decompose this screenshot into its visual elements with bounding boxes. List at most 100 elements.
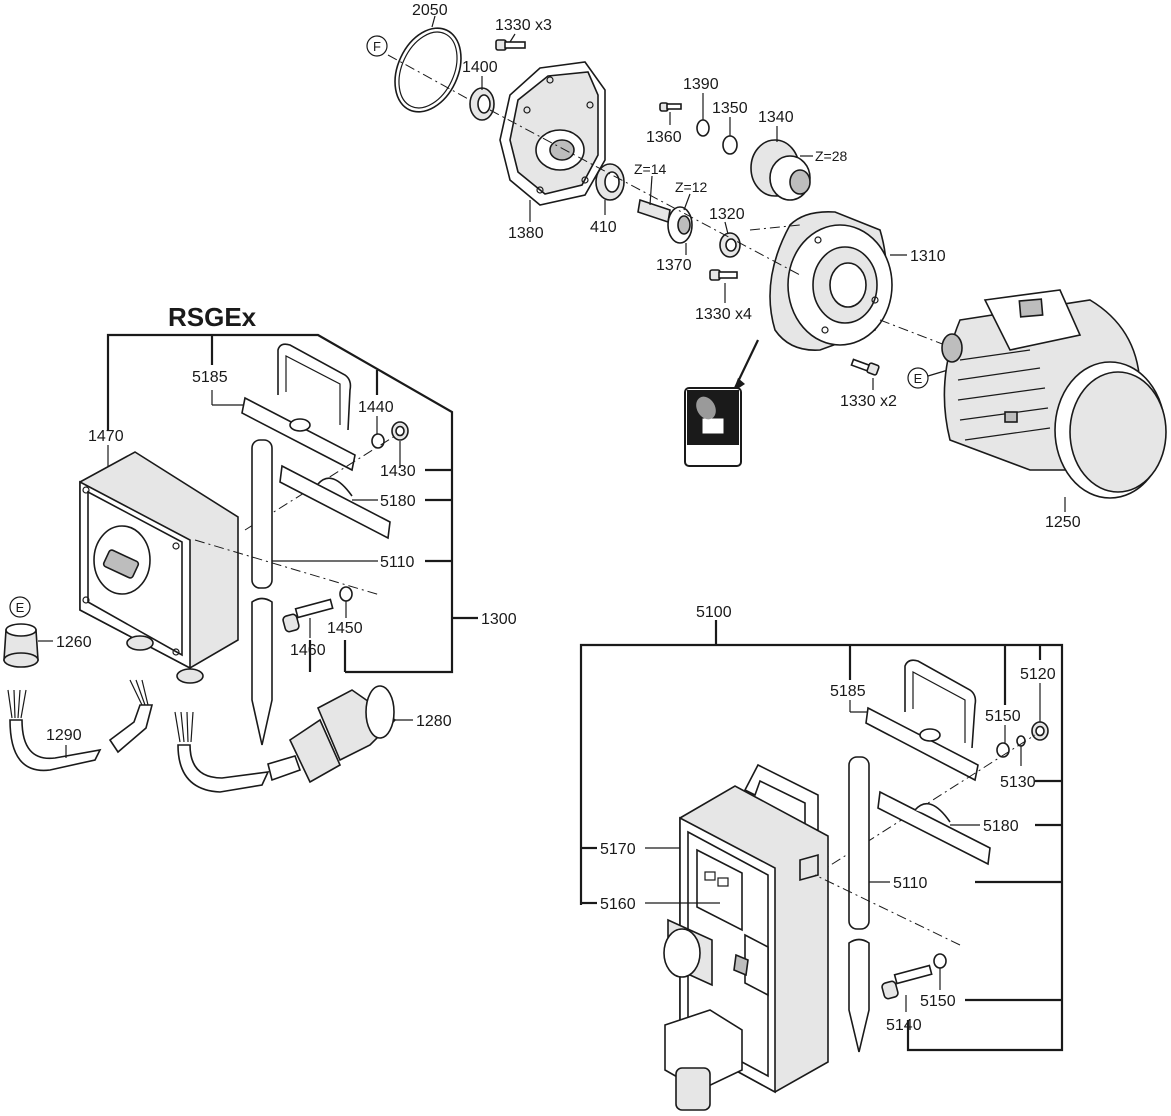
label-1260: 1260	[56, 634, 92, 651]
label-1350: 1350	[712, 100, 748, 117]
axis-line-bearing	[749, 224, 801, 231]
label-5150-b: 5150	[920, 993, 956, 1010]
circle-marker-f	[366, 35, 388, 57]
label-1470: 1470	[88, 428, 124, 445]
rsgex-group: E	[3, 333, 478, 793]
label-5180-a: 5180	[380, 493, 416, 510]
label-1400: 1400	[462, 59, 498, 76]
cable-gland-1260	[3, 623, 39, 668]
label-1370: 1370	[656, 257, 692, 274]
nut-1430	[391, 421, 409, 441]
label-5120: 5120	[1020, 666, 1056, 683]
gearbox-assembly: F	[366, 15, 946, 390]
screw-1330-x2	[850, 358, 880, 376]
axis-line-box	[194, 539, 381, 596]
label-5150-a: 5150	[985, 708, 1021, 725]
clamp-5180-a	[279, 464, 391, 540]
control-box-5170	[663, 763, 829, 1111]
label-1440: 1440	[358, 399, 394, 416]
label-5170: 5170	[600, 841, 636, 858]
washer-1350	[722, 135, 738, 155]
label-z28: Z=28	[815, 148, 848, 164]
label-1430: 1430	[380, 463, 416, 480]
screw-1330-x4	[709, 269, 738, 281]
circle-marker-e-motor-label: E	[914, 371, 923, 386]
circle-marker-e-fitting	[9, 596, 31, 618]
label-5140: 5140	[886, 1017, 922, 1034]
control-box-group-5100	[579, 620, 1064, 1111]
label-1330-x4: 1330 x4	[695, 306, 752, 323]
clamp-bracket-5185-a	[241, 343, 356, 472]
gear-1340	[750, 139, 811, 201]
label-2050: 2050	[412, 2, 448, 19]
label-1280: 1280	[416, 713, 452, 730]
label-5160: 5160	[600, 896, 636, 913]
adapter-housing-1310	[769, 210, 893, 351]
label-5110-a: 5110	[380, 554, 415, 571]
bolt-1460	[282, 598, 334, 633]
label-5110-b: 5110	[893, 875, 928, 892]
o-ring-2050	[394, 27, 462, 113]
axis-line-gear	[489, 109, 801, 276]
flange-1380	[499, 61, 606, 206]
label-1390: 1390	[683, 76, 719, 93]
grease-warning-icon	[684, 339, 759, 467]
label-1320: 1320	[709, 206, 745, 223]
label-1310: 1310	[910, 248, 946, 265]
circle-marker-f-label: F	[373, 39, 381, 54]
axis-line-motor	[879, 319, 946, 346]
label-1290: 1290	[46, 727, 82, 744]
bracket-rsgex-main	[106, 333, 454, 674]
leader-z14	[649, 175, 653, 206]
label-1340: 1340	[758, 109, 794, 126]
axis-line-bolt-b	[814, 874, 961, 946]
circle-marker-e-motor	[907, 367, 929, 389]
mounting-pole-a	[251, 439, 273, 746]
nut-5120	[1031, 721, 1049, 741]
washer-1390	[696, 119, 710, 137]
label-1450: 1450	[327, 620, 363, 637]
bearing-1400	[469, 87, 495, 121]
label-1250: 1250	[1045, 514, 1081, 531]
washer-1440	[371, 433, 385, 449]
label-1330-x2: 1330 x2	[840, 393, 897, 410]
washer-5150-b	[933, 953, 947, 969]
leader-z12	[683, 193, 691, 211]
label-1300: 1300	[481, 611, 517, 628]
circle-marker-e-fitting-label: E	[16, 600, 25, 615]
leader-1330x3	[509, 33, 516, 43]
label-z14: Z=14	[634, 161, 667, 177]
leader-e-motor	[927, 369, 949, 377]
label-5185-b: 5185	[830, 683, 866, 700]
label-1330-x3: 1330 x3	[495, 17, 552, 34]
label-5185-a: 5185	[192, 369, 228, 386]
leader-1320	[724, 221, 729, 235]
plug-1280	[174, 685, 397, 793]
screw-1360	[659, 102, 682, 112]
label-410: 410	[590, 219, 617, 236]
bearing-410	[595, 163, 625, 201]
washer-1450	[339, 586, 353, 602]
label-1460: 1460	[290, 642, 326, 659]
clamp-5180-b	[877, 790, 991, 866]
o-ring-inner	[398, 31, 458, 109]
screw-1330-x3	[495, 39, 526, 51]
pinion-shaft-1370	[637, 198, 693, 244]
label-1380: 1380	[508, 225, 544, 242]
label-z12: Z=12	[675, 179, 708, 195]
switch-box-1470	[79, 451, 239, 684]
leader-2050	[431, 15, 436, 28]
axis-line-f	[387, 54, 471, 101]
label-5100: 5100	[696, 604, 732, 621]
clamp-bracket-5185-b	[865, 659, 979, 782]
label-1360: 1360	[646, 129, 682, 146]
part-number-labels: RSGEx 2050 1330 x3 1400 1380 410 Z=14 Z=…	[46, 2, 1081, 1034]
rsgex-title: RSGEx	[168, 302, 257, 332]
bracket-5100-main	[579, 643, 1064, 1052]
control-panel-5160	[696, 848, 743, 932]
label-5180-b: 5180	[983, 818, 1019, 835]
mounting-pole-b	[848, 756, 870, 1053]
bearing-1320	[719, 232, 741, 258]
label-5130: 5130	[1000, 774, 1036, 791]
